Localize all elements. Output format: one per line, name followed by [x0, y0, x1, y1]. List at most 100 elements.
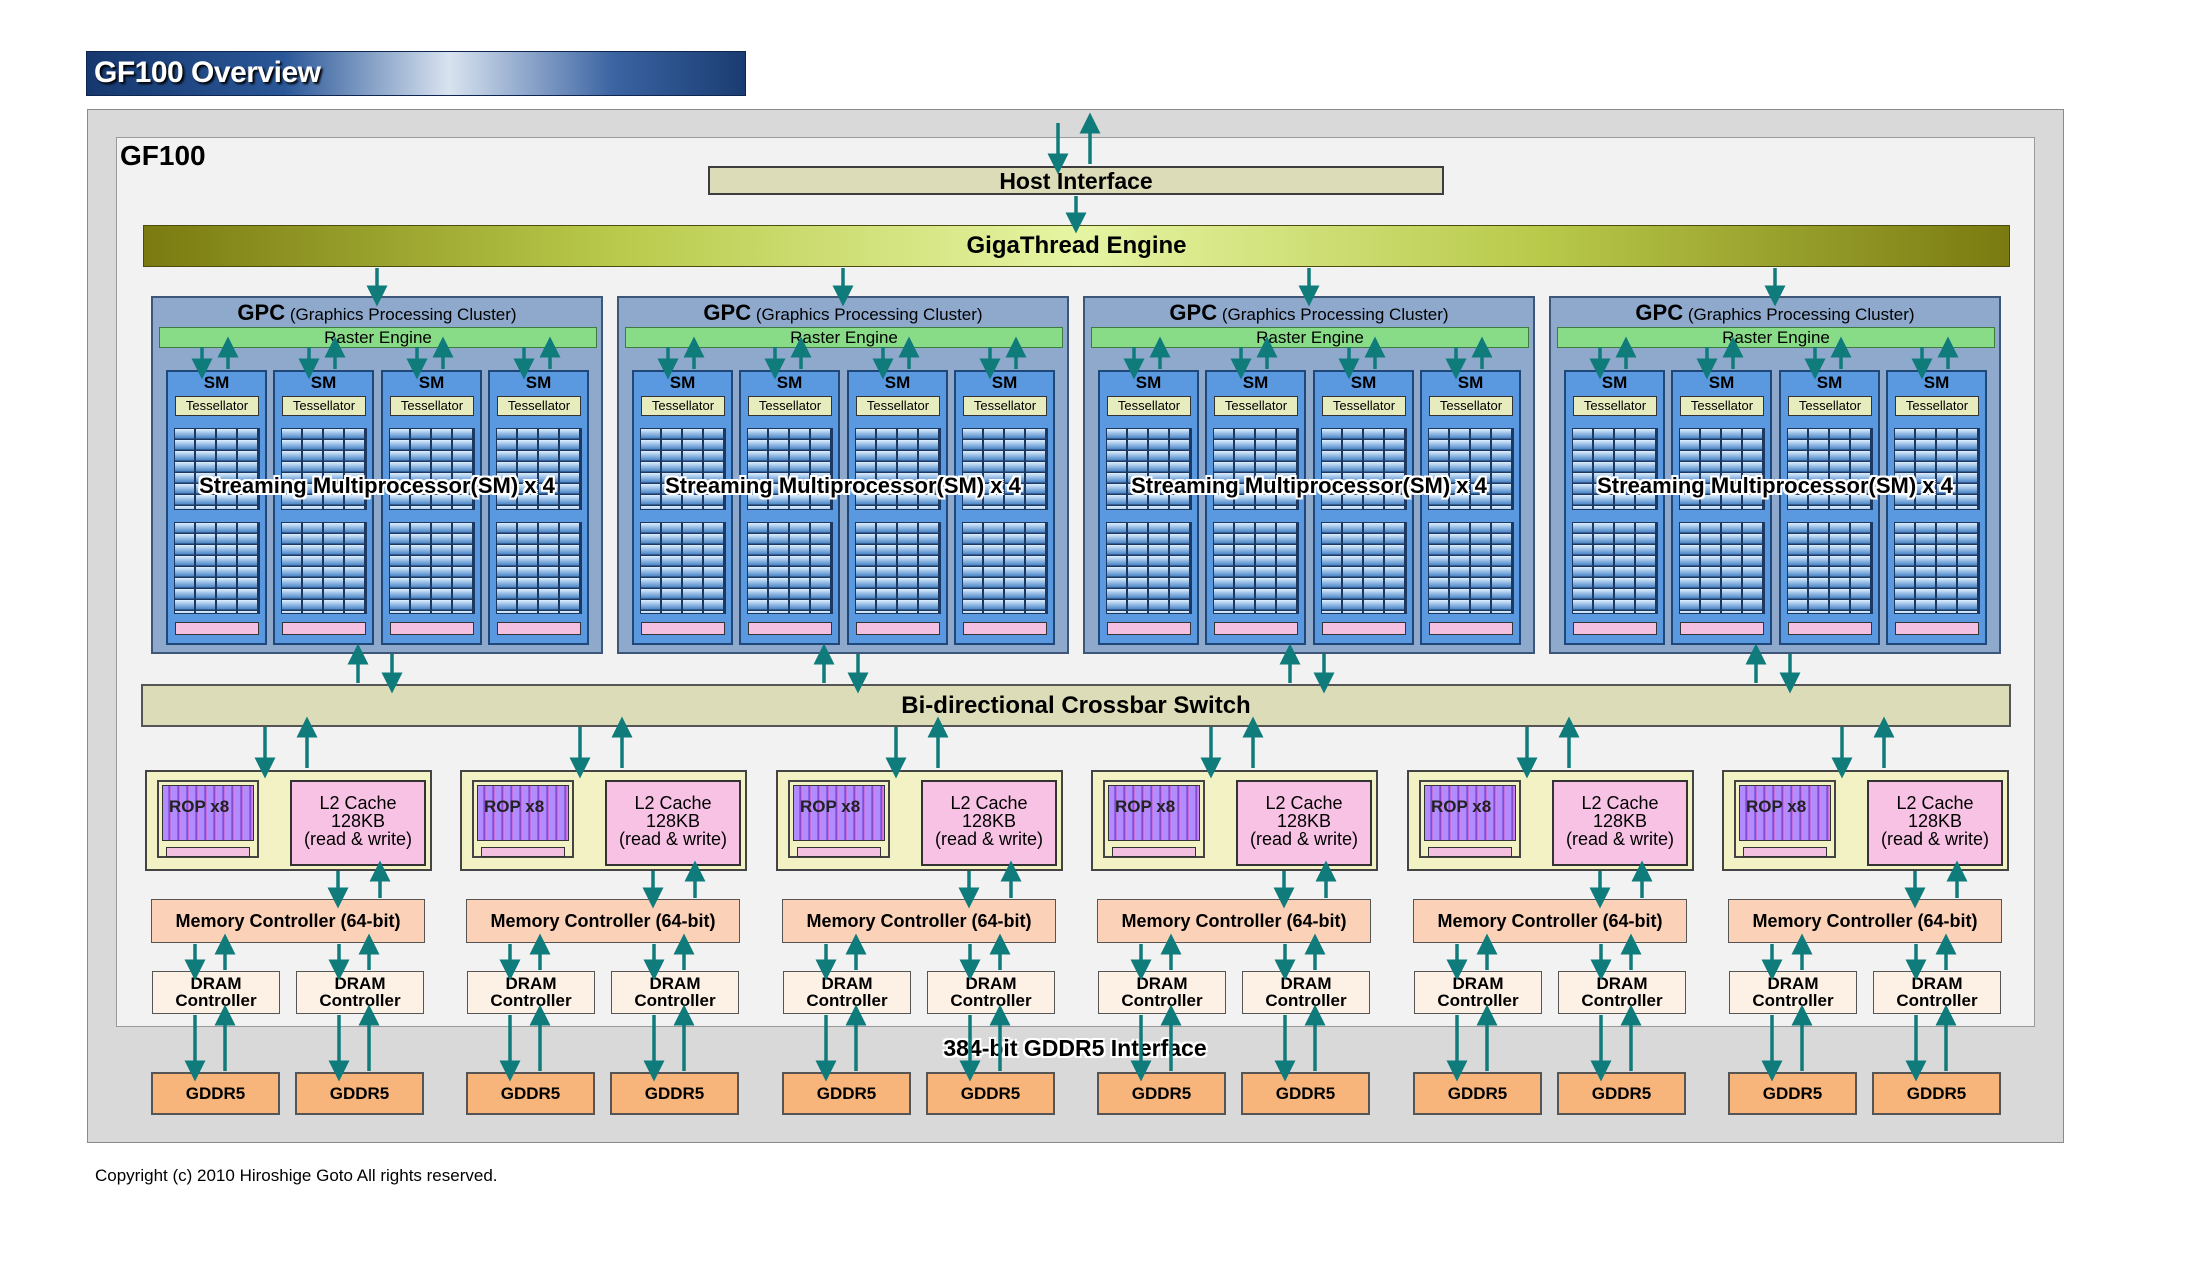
gddr5-chip: GDDR5 [1413, 1072, 1542, 1115]
raster-engine: Raster Engine [1557, 327, 1995, 348]
tessellator: Tessellator [1573, 396, 1657, 416]
gddr5-chip: GDDR5 [1557, 1072, 1686, 1115]
shared-memory-bar [1788, 622, 1872, 635]
cuda-core-array-lower [1787, 522, 1873, 614]
copyright-notice: Copyright (c) 2010 Hiroshige Goto All ri… [95, 1166, 498, 1185]
l2-size: 128KB [1592, 811, 1648, 831]
dram-label: DRAM [505, 974, 557, 993]
rop-unit: ROP x8 [1419, 780, 1521, 858]
sm-label: SM [1242, 373, 1269, 392]
shared-memory-bar [390, 622, 474, 635]
tessellator: Tessellator [282, 396, 366, 416]
tessellator: Tessellator [497, 396, 581, 416]
cuda-core-array-lower [174, 522, 260, 614]
gddr5-chip: GDDR5 [782, 1072, 911, 1115]
gddr5-chip: GDDR5 [295, 1072, 424, 1115]
sm-overlay-label: Streaming Multiprocessor(SM) x 4 [1131, 473, 1487, 498]
raster-engine: Raster Engine [159, 327, 597, 348]
gpc-full-name: (Graphics Processing Cluster) [755, 305, 983, 324]
dram-label-2: Controller [950, 991, 1032, 1010]
cuda-core-array-lower [962, 522, 1048, 614]
cuda-core-array-upper [1321, 428, 1407, 510]
gpc-name: GPC [1169, 300, 1218, 325]
shared-memory-bar [175, 622, 259, 635]
shared-memory-bar [1680, 622, 1764, 635]
gddr5-chip: GDDR5 [1872, 1072, 2001, 1115]
rop-unit: ROP x8 [157, 780, 259, 858]
cuda-core-array-lower [1572, 522, 1658, 614]
cuda-core-array-lower [1679, 522, 1765, 614]
dram-label: DRAM [1280, 974, 1332, 993]
host-interface-block: Host Interface [708, 166, 1444, 195]
sm-overlay-label: Streaming Multiprocessor(SM) x 4 [199, 473, 555, 498]
sm-label: SM [418, 373, 445, 392]
dram-label: DRAM [1452, 974, 1504, 993]
tessellator: Tessellator [1895, 396, 1979, 416]
rop-unit: ROP x8 [472, 780, 574, 858]
dram-label-2: Controller [1265, 991, 1347, 1010]
cuda-core-array-lower [640, 522, 726, 614]
l2-mode: (read & write) [1249, 829, 1359, 849]
gddr5-chip: GDDR5 [1097, 1072, 1226, 1115]
l2-mode: (read & write) [934, 829, 1044, 849]
tessellator: Tessellator [1214, 396, 1298, 416]
tessellator: Tessellator [1680, 396, 1764, 416]
sm-label: SM [1601, 373, 1628, 392]
dram-label-2: Controller [1437, 991, 1519, 1010]
sm-label: SM [1350, 373, 1377, 392]
shared-memory-bar [1429, 622, 1513, 635]
rop-label: ROP x8 [800, 797, 861, 816]
sm-block: SM Tessellator [847, 370, 948, 645]
cuda-core-array-lower [855, 522, 941, 614]
gddr5-chip: GDDR5 [1728, 1072, 1857, 1115]
shared-memory-bar [1107, 622, 1191, 635]
gpc-full-name: (Graphics Processing Cluster) [1221, 305, 1449, 324]
cuda-core-array-lower [1213, 522, 1299, 614]
gddr5-chip: GDDR5 [926, 1072, 1055, 1115]
cuda-core-array-upper [174, 428, 260, 510]
crossbar-switch-block: Bi-directional Crossbar Switch [141, 684, 2011, 727]
shared-memory-bar [1895, 622, 1979, 635]
dram-label-2: Controller [1581, 991, 1663, 1010]
rop-label: ROP x8 [169, 797, 230, 816]
gigathread-engine-block: GigaThread Engine [143, 225, 2010, 267]
l2-size: 128KB [1907, 811, 1963, 831]
cuda-core-array-upper [1787, 428, 1873, 510]
sm-label: SM [203, 373, 230, 392]
gddr5-chip: GDDR5 [466, 1072, 595, 1115]
rop-unit: ROP x8 [788, 780, 890, 858]
cuda-core-array-upper [747, 428, 833, 510]
tessellator: Tessellator [856, 396, 940, 416]
sm-label: SM [1923, 373, 1950, 392]
cuda-core-array-lower [1428, 522, 1514, 614]
gpc-name: GPC [237, 300, 286, 325]
cuda-core-array-lower [1106, 522, 1192, 614]
l2-label: L2 Cache [1265, 793, 1343, 813]
shared-memory-bar [963, 622, 1047, 635]
rop-bar [481, 847, 565, 857]
dram-label-2: Controller [1896, 991, 1978, 1010]
gpc-title: GPC (Graphics Processing Cluster) [1085, 300, 1533, 326]
dram-label: DRAM [1911, 974, 1963, 993]
dram-label: DRAM [1596, 974, 1648, 993]
sm-label: SM [884, 373, 911, 392]
tessellator: Tessellator [1429, 396, 1513, 416]
page-title: GF100 Overview [94, 56, 321, 89]
cuda-core-array-upper [1572, 428, 1658, 510]
bus-interface-label: 384-bit GDDR5 Interface [943, 1035, 1207, 1061]
